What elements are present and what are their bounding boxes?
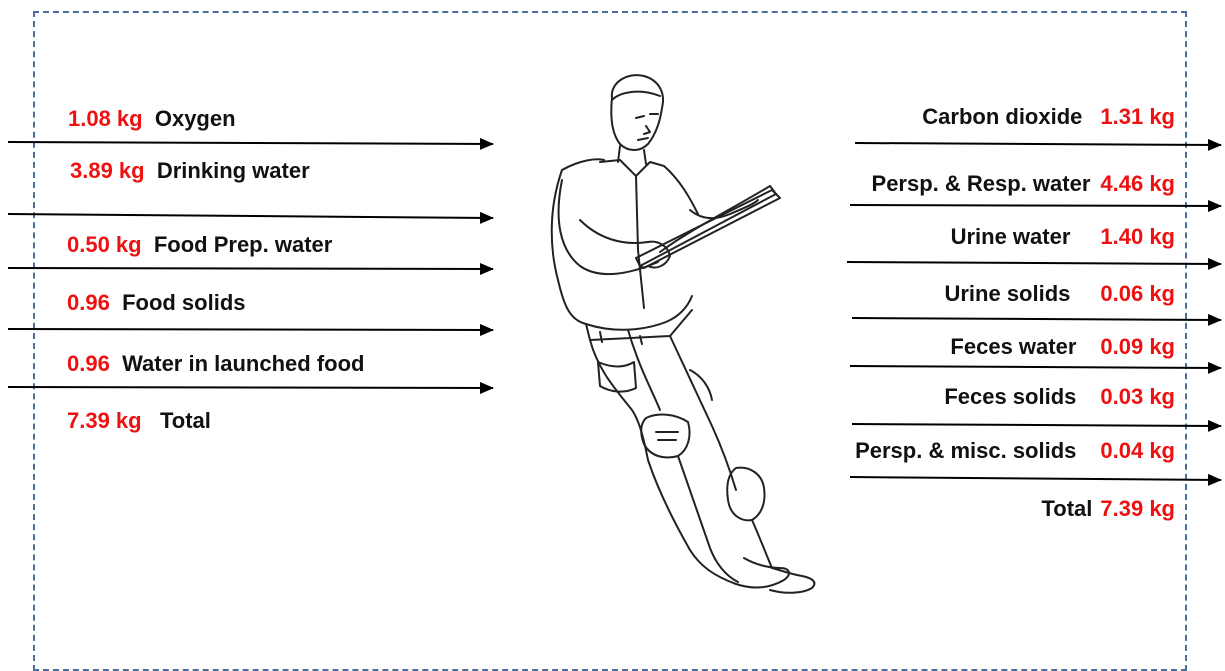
output-arrow (850, 366, 1221, 368)
output-arrow (852, 424, 1221, 426)
output-arrow (850, 477, 1221, 480)
output-arrow (850, 205, 1221, 206)
output-arrow (847, 262, 1221, 264)
input-arrow (8, 142, 493, 144)
input-arrow (8, 214, 493, 218)
input-arrow (8, 268, 493, 269)
input-arrow (8, 387, 493, 388)
astronaut-reading-figure-icon (540, 70, 840, 610)
output-arrow (855, 143, 1221, 145)
input-arrow (8, 329, 493, 330)
output-arrow (852, 318, 1221, 320)
